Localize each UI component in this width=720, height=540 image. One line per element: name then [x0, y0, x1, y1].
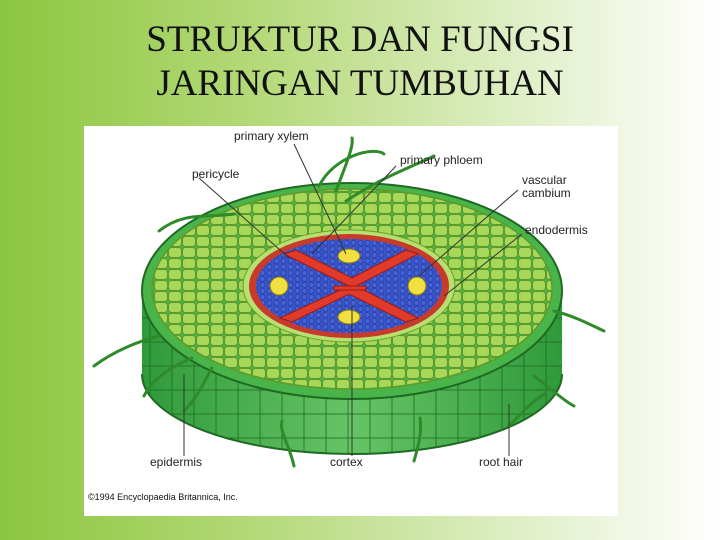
slide-title: STRUKTUR DAN FUNGSI JARINGAN TUMBUHAN: [0, 18, 720, 106]
label-endodermis: endodermis: [525, 223, 588, 237]
label-cortex: cortex: [330, 455, 363, 469]
root-cross-section-figure: primary xylem pericycle primary phloem v…: [84, 126, 618, 516]
label-vascular: vascular: [522, 173, 567, 187]
copyright-text: ©1994 Encyclopaedia Britannica, Inc.: [88, 492, 238, 502]
root-diagram: primary xylem pericycle primary phloem v…: [84, 126, 618, 516]
label-primary-phloem: primary phloem: [400, 153, 483, 167]
title-line-2: JARINGAN TUMBUHAN: [0, 62, 720, 106]
title-line-1: STRUKTUR DAN FUNGSI: [0, 18, 720, 62]
label-primary-xylem: primary xylem: [234, 129, 309, 143]
label-root-hair: root hair: [479, 455, 523, 469]
label-epidermis: epidermis: [150, 455, 202, 469]
label-cambium: cambium: [522, 186, 571, 200]
label-pericycle: pericycle: [192, 167, 240, 181]
